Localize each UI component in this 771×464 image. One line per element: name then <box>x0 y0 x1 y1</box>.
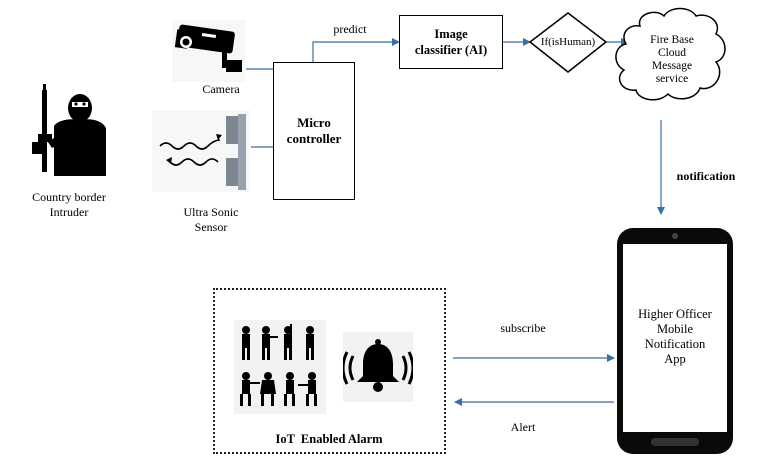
firebase-line2: Cloud <box>657 47 687 59</box>
ultrasonic-label-line1: Ultra Sonic <box>183 205 239 219</box>
microcontroller-line2: controller <box>286 131 342 146</box>
decision-label: If(isHuman) <box>540 36 596 48</box>
microcontroller-line1: Micro <box>297 115 331 130</box>
iot-alarm-container <box>213 288 446 454</box>
armed-intruder-icon <box>14 84 114 182</box>
subscribe-label: subscribe <box>500 321 546 335</box>
predict-label: predict <box>333 22 367 36</box>
soldiers-silhouette-icon <box>234 320 326 414</box>
firebase-cloud-shape <box>615 7 726 101</box>
predict-arrow <box>312 38 400 62</box>
ultrasonic-label-line2: Sensor <box>194 220 228 234</box>
ultrasonic-sensor-icon <box>152 110 250 192</box>
phone-line3: Notification <box>644 337 706 351</box>
firebase-label: Fire Base Cloud Message service <box>628 34 716 86</box>
phone-line1: Higher Officer <box>638 307 712 321</box>
alert-label: Alert <box>510 420 536 434</box>
camera-label: Camera <box>202 82 240 96</box>
intruder-label-line1: Country border <box>32 190 106 204</box>
alarm-bell-icon <box>341 332 415 402</box>
phone-line2: Mobile <box>656 322 694 336</box>
phone-line4: App <box>664 352 686 366</box>
security-camera-icon <box>172 20 246 82</box>
iot-alarm-label: IoT Enabled Alarm <box>275 432 383 446</box>
classifier-line1: Image <box>434 27 468 41</box>
image-classifier-box: Image classifier (AI) <box>399 15 503 69</box>
firebase-line3: Message <box>651 60 693 72</box>
notification-label: notification <box>676 169 736 183</box>
decision-diamond <box>528 12 608 73</box>
intruder-label: Country border Intruder <box>14 190 124 220</box>
smartphone-icon <box>617 228 733 454</box>
firebase-line1: Fire Base <box>650 34 694 46</box>
ultrasonic-label: Ultra Sonic Sensor <box>166 205 256 235</box>
classifier-line2: classifier (AI) <box>414 43 488 57</box>
microcontroller-box: Micro controller <box>273 62 355 200</box>
firebase-line4: service <box>655 73 689 85</box>
intruder-label-line2: Intruder <box>49 205 89 219</box>
phone-screen-text: Higher Officer Mobile Notification App <box>623 307 727 367</box>
